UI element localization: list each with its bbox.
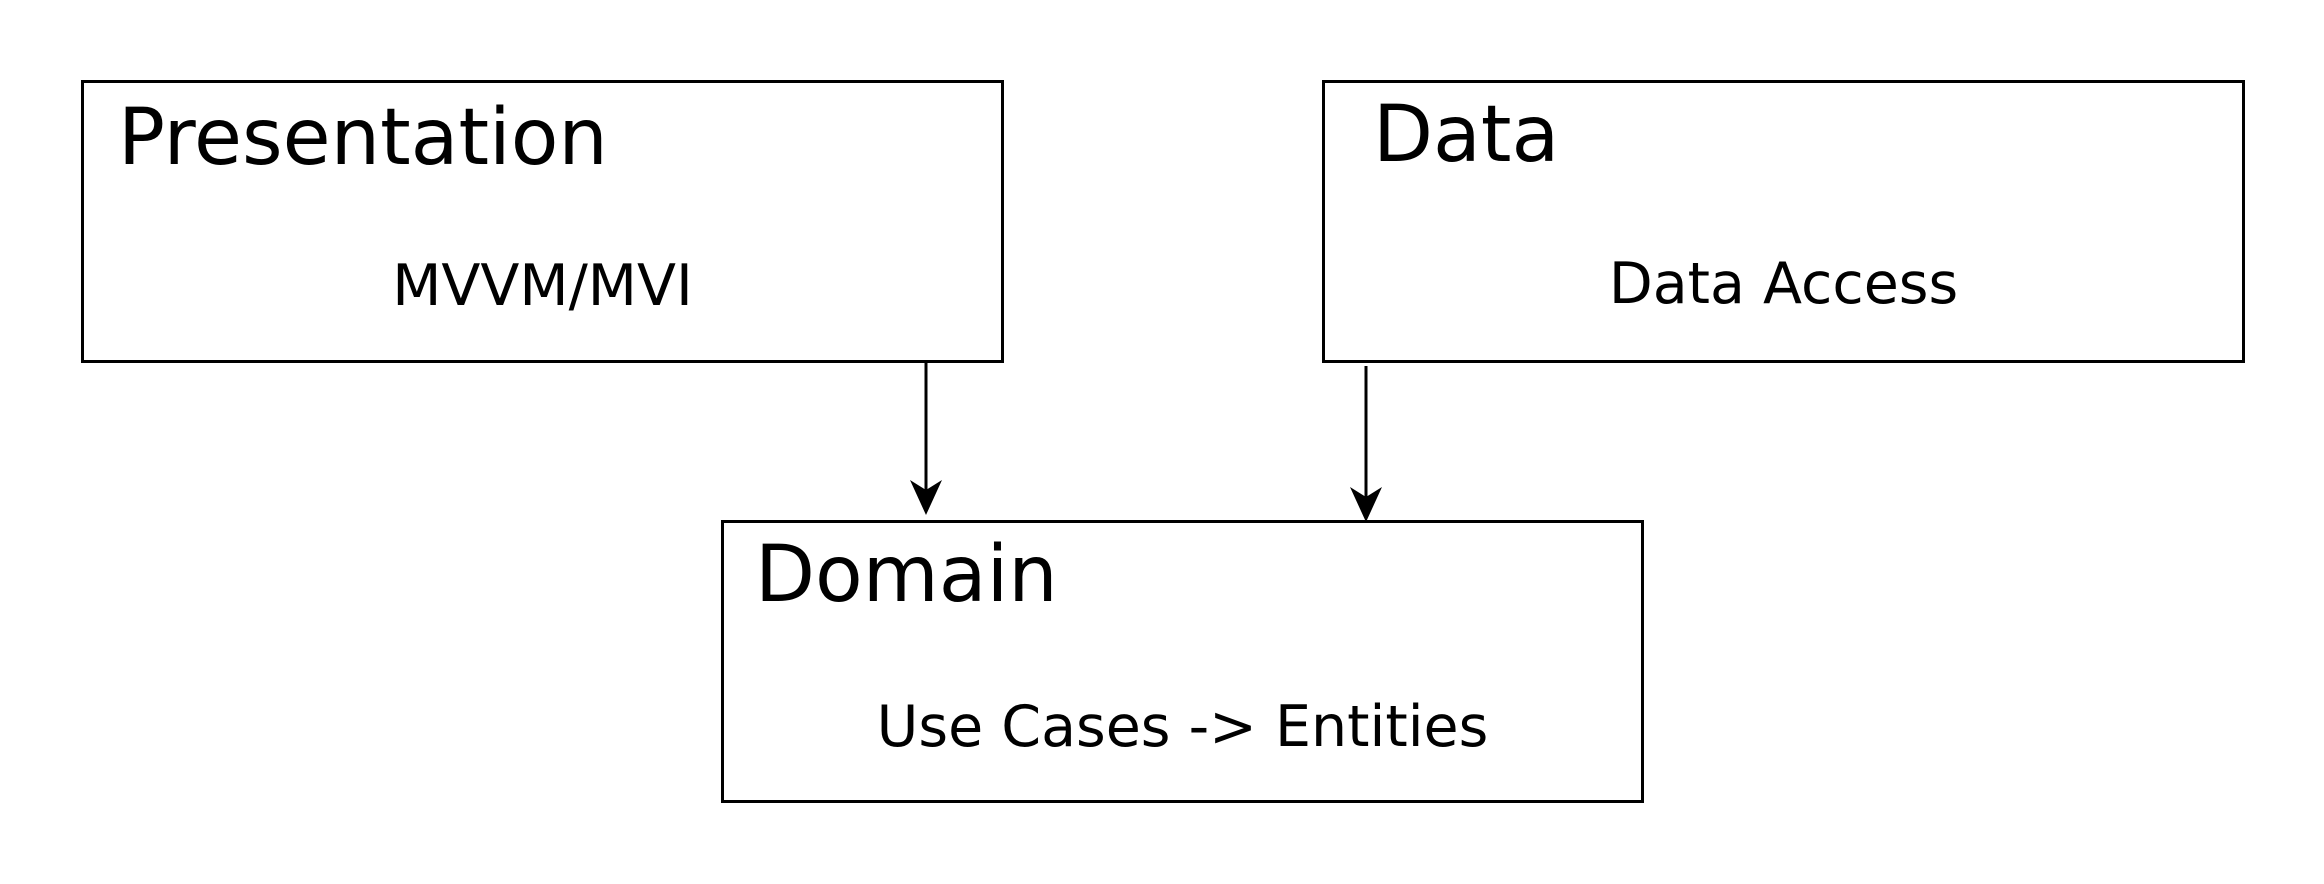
data-layer-box: Data Data Access [1322,80,2245,363]
presentation-layer-description: MVVM/MVI [392,253,693,319]
data-layer-title: Data [1373,90,1560,180]
presentation-layer-box: Presentation MVVM/MVI [81,80,1004,363]
domain-layer-box: Domain Use Cases -> Entities [721,520,1644,803]
presentation-layer-title: Presentation [118,93,608,183]
domain-layer-title: Domain [755,530,1058,620]
domain-layer-description: Use Cases -> Entities [876,694,1489,760]
arrow-data-to-domain [1350,366,1382,522]
arrow-presentation-to-domain [910,363,942,515]
data-layer-description: Data Access [1608,251,1959,317]
